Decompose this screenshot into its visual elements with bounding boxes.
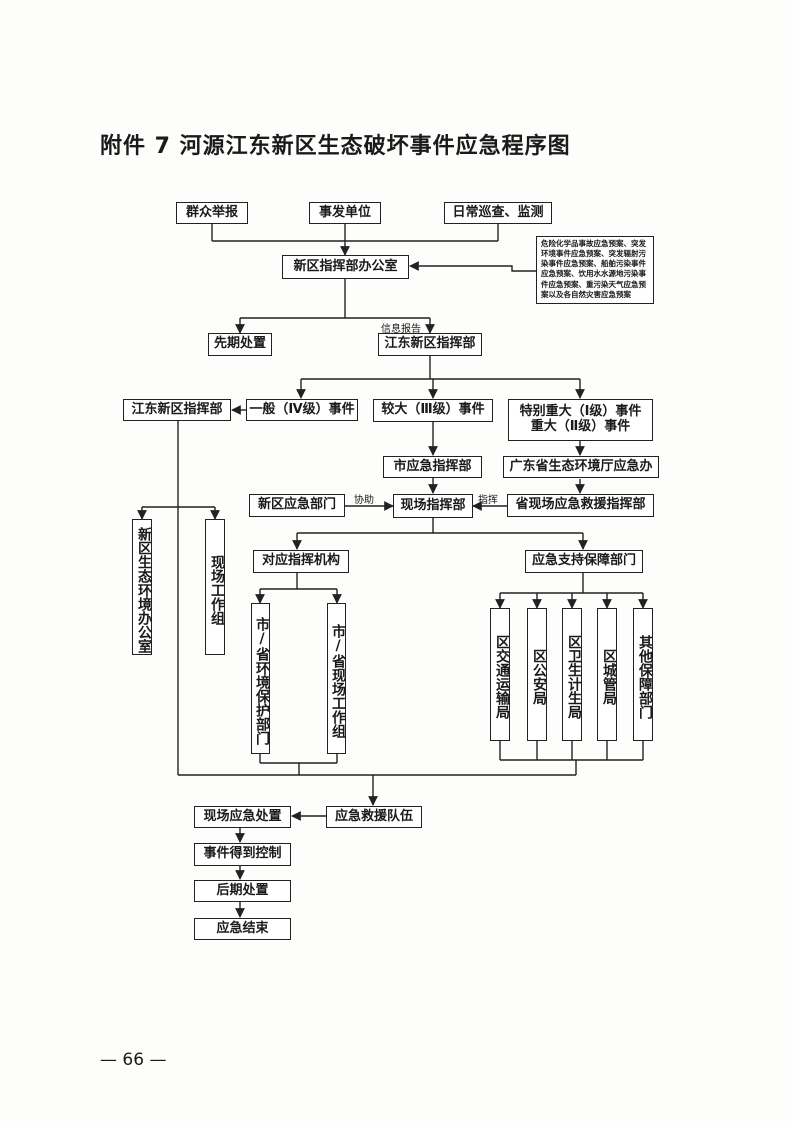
node-city-env-dept: 市/省环境保护部门: [251, 603, 270, 754]
node-site-hq: 现场指挥部: [393, 494, 473, 518]
node-city-management: 区城管局: [597, 608, 617, 741]
node-site-work-group: 现场工作组: [205, 519, 225, 655]
node-newarea-emergency-dept: 新区应急部门: [249, 494, 345, 517]
node-health-bureau: 区卫生计生局: [562, 608, 582, 741]
node-major-event: 特别重大（Ⅰ级）事件 重大（Ⅱ级）事件: [508, 399, 653, 441]
node-jiangdong-hq-left: 江东新区指挥部: [123, 399, 231, 421]
node-emergency-end: 应急结束: [194, 918, 291, 940]
page-number: — 66 —: [100, 1050, 167, 1070]
node-incident-unit: 事发单位: [309, 202, 381, 224]
node-general-event: 一般（Ⅳ级）事件: [246, 399, 358, 421]
node-corresponding-command: 对应指挥机构: [253, 550, 349, 573]
node-other-support: 其他保障部门: [633, 608, 653, 741]
node-hq-office: 新区指挥部办公室: [282, 255, 409, 279]
node-city-emergency-hq: 市应急指挥部: [383, 456, 482, 478]
node-rescue-team: 应急救援队伍: [326, 806, 422, 828]
page-title: 附件 7 河源江东新区生态破坏事件应急程序图: [100, 134, 571, 159]
node-initial-handling: 先期处置: [208, 333, 272, 356]
node-support-depts: 应急支持保障部门: [525, 550, 643, 573]
node-jiangdong-hq: 江东新区指挥部: [378, 333, 482, 356]
node-daily-patrol: 日常巡查、监测: [444, 202, 552, 224]
node-public-security: 区公安局: [527, 608, 547, 741]
node-post-handling: 后期处置: [194, 880, 291, 902]
node-city-site-group: 市/省现场工作组: [327, 603, 346, 754]
node-major-event-line1: 特别重大（Ⅰ级）事件: [519, 404, 642, 420]
node-emergency-plans: 危险化学品事故应急预案、突发环境事件应急预案、突发辐射污染事件应急预案、船舶污染…: [536, 236, 654, 304]
node-public-report: 群众举报: [176, 202, 248, 224]
node-transport-bureau: 区交通运输局: [490, 608, 510, 741]
node-larger-event: 较大（Ⅲ级）事件: [373, 399, 493, 422]
label-assist: 协助: [354, 495, 374, 506]
node-provincial-site-hq: 省现场应急救援指挥部: [507, 494, 654, 517]
node-onsite-handling: 现场应急处置: [194, 806, 291, 828]
node-eco-env-office: 新区生态环境办公室: [132, 519, 152, 655]
node-event-controlled: 事件得到控制: [194, 843, 291, 866]
node-major-event-line2: 重大（Ⅱ级）事件: [530, 419, 631, 434]
label-direct: 指挥: [478, 495, 498, 506]
node-guangdong-eco-office: 广东省生态环境厅应急办: [503, 456, 659, 478]
label-info-report: 信息报告: [381, 324, 421, 335]
